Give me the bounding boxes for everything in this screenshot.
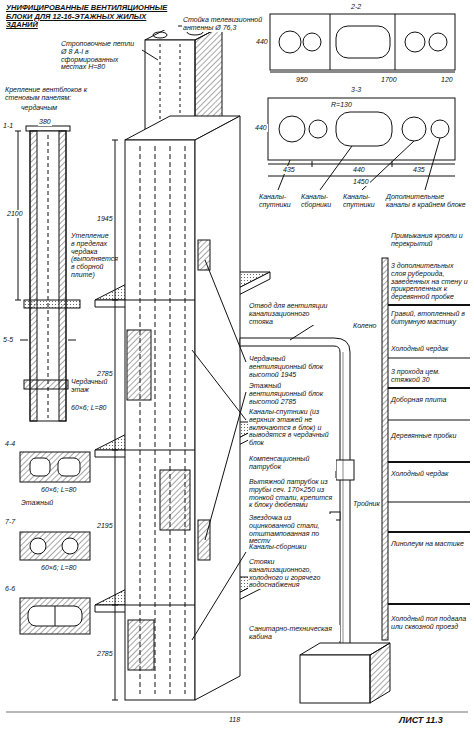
callout-label: 2785 bbox=[96, 650, 114, 658]
callout-label: Тройник bbox=[352, 500, 381, 508]
callout-label: 60×6; L=80 bbox=[40, 486, 77, 494]
callout-label: 120 bbox=[440, 76, 454, 84]
callout-label: 440 bbox=[255, 38, 269, 46]
callout-label: 2-2 bbox=[350, 3, 362, 11]
callout-label: 435 bbox=[282, 166, 296, 174]
callout-label: 1450 bbox=[352, 178, 370, 186]
callout-label: 440 bbox=[352, 166, 366, 174]
callout-label: Вытяжной патрубок из трубы сеч. 170×250 … bbox=[248, 478, 336, 509]
callout-label: Каналы-спутники bbox=[258, 193, 300, 209]
callout-label: Чердачный этаж bbox=[70, 378, 112, 394]
callout-label: 440 bbox=[254, 124, 268, 132]
callout-label: Стояки канализационного, холодного и гор… bbox=[248, 558, 336, 589]
callout-label: 7-7 bbox=[4, 518, 16, 526]
callout-label: 3 прохода цем. стяжкой 30 bbox=[390, 368, 470, 384]
callout-label: Утепление в пределах чердака (выполняетс… bbox=[70, 232, 114, 279]
callout-label: 60×6; L=80 bbox=[70, 404, 107, 412]
callout-label: 2100 bbox=[6, 210, 24, 218]
callout-label: 2785 bbox=[96, 370, 114, 378]
callout-label: Этажный вентиляционный блок высотой 2785 bbox=[248, 382, 336, 405]
callout-label: R=130 bbox=[330, 101, 353, 109]
callout-label: 950 bbox=[295, 76, 309, 84]
callout-label: 1945 bbox=[96, 215, 114, 223]
callout-label: Линолеум на мастике bbox=[390, 540, 465, 548]
callout-label: Стойка телевизионной антенны Ø 76,3 bbox=[182, 16, 264, 32]
callout-label: 4-4 bbox=[4, 440, 16, 448]
callout-label: 435 bbox=[412, 166, 426, 174]
callout-label: 5-5 bbox=[2, 336, 14, 344]
callout-label: Компенсационный патрубок bbox=[248, 455, 336, 471]
callout-label: ЛИСТ 11.3 bbox=[398, 715, 444, 725]
callout-label: Каналы-спутники (из верхних этажей не вк… bbox=[248, 408, 336, 447]
callout-label: Каналы-спутники bbox=[342, 193, 384, 209]
callout-label: 2195 bbox=[96, 522, 114, 530]
callout-label: 3 дополнительных слоя рубероида, заведен… bbox=[390, 262, 470, 301]
callout-label: Строповочные петли Ø 8 А-I в сформирован… bbox=[60, 40, 142, 71]
callout-label: 380 bbox=[38, 118, 52, 126]
callout-label: Этажный bbox=[20, 499, 54, 507]
callout-label: Крепление вентблоков к стеновым панелям: bbox=[4, 86, 94, 102]
callout-label: Санитарно-техническая кабина bbox=[248, 625, 340, 641]
callout-label: Дополнительные каналы в крайнем блоке bbox=[385, 193, 469, 209]
callout-label: Холодный чердак bbox=[390, 470, 449, 478]
callout-label: 1-1 bbox=[2, 122, 14, 130]
callout-label: Звездочка из оцинкованной стали, отштамп… bbox=[248, 514, 336, 545]
callout-label: Холодный чердак bbox=[390, 345, 449, 353]
callout-label: Примыкания кровли и перекрытий bbox=[390, 232, 470, 248]
callout-label: чердачным bbox=[20, 104, 58, 112]
callout-label: 3-3 bbox=[350, 86, 362, 94]
callout-label: Каналы-сборники bbox=[300, 193, 342, 209]
callout-label: Отвод для вентиляции канализационного ст… bbox=[248, 302, 336, 325]
callout-label: Чердачный вентиляционный блок высотой 19… bbox=[248, 355, 336, 378]
callout-label: Доборная плита bbox=[390, 396, 447, 404]
callout-label: 60×6; L=80 bbox=[40, 564, 77, 572]
callout-label: 6-6 bbox=[4, 585, 16, 593]
callout-label: 118 bbox=[228, 716, 241, 724]
callout-label: Колено bbox=[352, 322, 377, 330]
sheet-title: УНИФИЦИРОВАННЫЕ ВЕНТИЛЯЦИОННЫЕ БЛОКИ ДЛЯ… bbox=[6, 4, 178, 30]
callout-label: Каналы-сборники bbox=[248, 543, 336, 551]
callout-label: Гравий, втопленный в битумную мастику bbox=[390, 310, 470, 326]
callout-label: Холодный пол подвала или сквозной проезд bbox=[390, 615, 470, 631]
callout-label: 1700 bbox=[380, 76, 398, 84]
callout-label: Деревянные пробки bbox=[390, 432, 457, 440]
